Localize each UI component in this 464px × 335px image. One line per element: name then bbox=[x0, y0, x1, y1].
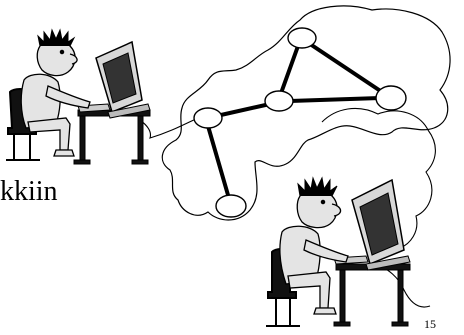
network-links bbox=[208, 40, 388, 195]
hair-icon bbox=[38, 30, 74, 46]
link-top-right bbox=[304, 40, 388, 96]
link-center-right bbox=[290, 98, 380, 101]
node-top bbox=[288, 28, 316, 48]
user-bottom-right bbox=[266, 178, 410, 326]
slide-text-fragment: kkiin bbox=[0, 178, 58, 206]
user-top-left bbox=[6, 30, 150, 164]
node-left bbox=[194, 108, 222, 128]
node-center bbox=[265, 91, 293, 111]
link-top-center bbox=[280, 46, 298, 96]
node-bottom bbox=[216, 195, 246, 217]
link-left-bottom bbox=[208, 126, 228, 195]
desk-icon bbox=[334, 264, 410, 326]
page-number: 15 bbox=[424, 318, 436, 330]
user-link-top-left bbox=[140, 118, 198, 138]
hair-icon bbox=[298, 178, 337, 196]
node-right bbox=[376, 86, 406, 110]
